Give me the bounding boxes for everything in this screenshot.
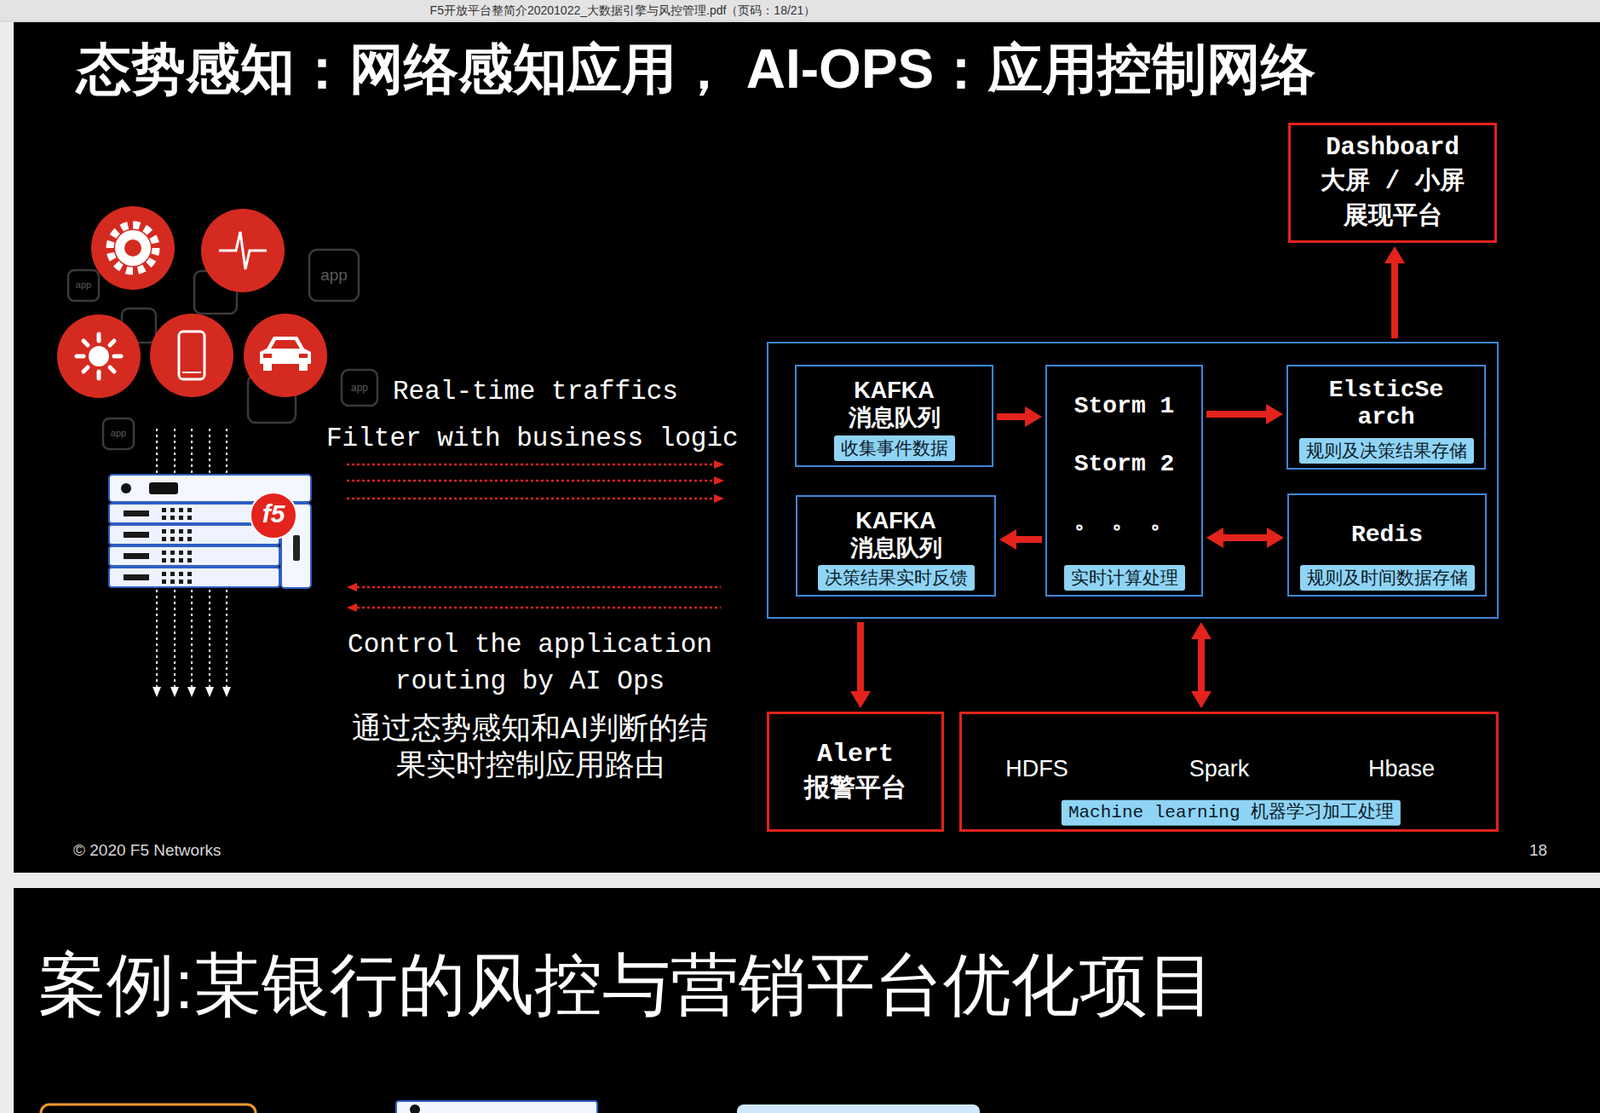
process-box: KAFKA 消息队列决策结果实时反馈: [795, 494, 996, 597]
node-text: Redis: [1351, 520, 1423, 550]
gear-teeth: [109, 224, 156, 271]
process-box: Alert 报警平台: [766, 711, 944, 832]
flow-arrow: [1391, 263, 1399, 339]
pulse-line: [218, 231, 267, 270]
car-wheel: [299, 363, 308, 371]
sun-rays: [76, 333, 121, 379]
flow-arrow: [857, 621, 864, 691]
slide-ground: [13, 22, 1600, 873]
node-text: Storm 1: [1074, 391, 1175, 421]
app-icon-text: app: [75, 279, 92, 291]
caption-badge: 规则及决策结果存储: [1299, 437, 1474, 464]
icon-circle: [243, 313, 328, 398]
icon-circle: [201, 208, 285, 293]
process-box: Redis 规则及时间数据存储: [1287, 493, 1487, 597]
caption-badge: 规则及时间数据存储: [1300, 564, 1475, 591]
group-box: KAFKA 消息队列收集事件数据Storm 1Storm 2。 。 。实时计算处…: [766, 341, 1499, 619]
flow-note: Real-time traffics: [392, 375, 679, 408]
icon-circle: [149, 313, 234, 398]
app-square: [341, 369, 378, 406]
phone-line: [182, 371, 202, 374]
app-icon-text: app: [110, 427, 127, 439]
node-text: Dashboard 大屏 / 小屏 展现平台: [1307, 131, 1479, 236]
car-wheel: [263, 363, 272, 371]
pulse-icon: [201, 208, 285, 293]
phone-icon: [149, 313, 234, 398]
node-text: Spark: [1189, 754, 1250, 783]
f5-device: [109, 474, 311, 588]
phone-body: [178, 331, 205, 380]
flow-arrow: [1016, 535, 1042, 543]
page-number: 18: [1529, 840, 1548, 861]
slide-title: 态势感知：网络感知应用， AI-OPS：应用控制网络: [76, 36, 1316, 103]
title-bar-rule: [0, 21, 1600, 23]
process-box: Storm 1 Storm 2 。 。 。实时计算处理: [1045, 364, 1203, 597]
app-square: [309, 249, 359, 301]
app-icon-text: app: [351, 381, 369, 394]
caption-badge: Machine learning 机器学习加工处理: [1061, 800, 1401, 826]
caption-badge: 决策结果实时反馈: [817, 564, 975, 591]
flow-arrow: [1206, 410, 1267, 418]
process-box: KAFKA 消息队列收集事件数据: [794, 364, 994, 467]
sun-icon: [57, 314, 141, 398]
car-icon: [243, 313, 328, 398]
car-body: [259, 336, 311, 364]
traffic-dotted-arrows: [346, 460, 725, 612]
flow-arrow: [1197, 638, 1205, 691]
process-box: ElsticSe arch 规则及决策结果存储: [1286, 364, 1486, 470]
sun-core: [88, 345, 110, 367]
process-box: HDFS Spark HbaseMachine learning 机器学习加工处理: [959, 711, 1499, 832]
gear-icon: [91, 206, 175, 290]
app-icon-text: app: [320, 265, 348, 286]
process-box: Dashboard 大屏 / 小屏 展现平台: [1288, 122, 1497, 243]
flow-note-zh: 通过态势感知和AI判断的结果实时控制应用路由: [338, 708, 722, 783]
icon-circle: [91, 206, 175, 290]
copyright-footer: © 2020 F5 Networks: [73, 840, 221, 861]
flow-note: Filter with business logic: [326, 422, 739, 455]
flow-arrow: [1223, 534, 1267, 542]
node-text: Hbase: [1368, 754, 1435, 783]
node-text: ElsticSe arch: [1317, 376, 1455, 432]
app-square: [68, 270, 99, 301]
gear-body: [115, 230, 151, 266]
f5-logo-text: f5: [262, 498, 286, 530]
next-slide-title: 案例:某银行的风控与营销平台优化项目: [38, 943, 1216, 1026]
node-text: KAFKA 消息队列: [836, 506, 956, 563]
node-text: KAFKA 消息队列: [834, 376, 955, 432]
next-slide-ground: [13, 887, 1600, 1113]
viewer-file-title: F5开放平台整简介20201022_大数据引擎与风控管理.pdf（页码：18/2…: [430, 3, 817, 18]
viewer-title-bar: [0, 0, 1600, 22]
node-text: Storm 2: [1074, 449, 1175, 479]
car-lamp: [263, 353, 272, 358]
flow-note: Control the application routing by AI Op…: [329, 627, 731, 701]
f5-logo-circle: [250, 492, 297, 539]
caption-badge: 实时计算处理: [1064, 564, 1186, 591]
gear-hole: [124, 239, 142, 257]
node-text: HDFS: [1005, 754, 1069, 783]
caption-badge: 收集事件数据: [834, 435, 956, 461]
app-square: [103, 418, 134, 449]
car-window: [270, 339, 300, 349]
icon-circle: [57, 314, 141, 398]
car-lamp: [299, 353, 308, 358]
flow-arrow: [996, 413, 1025, 421]
node-text: Alert 报警平台: [782, 736, 928, 806]
node-text: 。 。 。: [1074, 506, 1175, 536]
next-slide-shapes: [40, 1100, 980, 1113]
